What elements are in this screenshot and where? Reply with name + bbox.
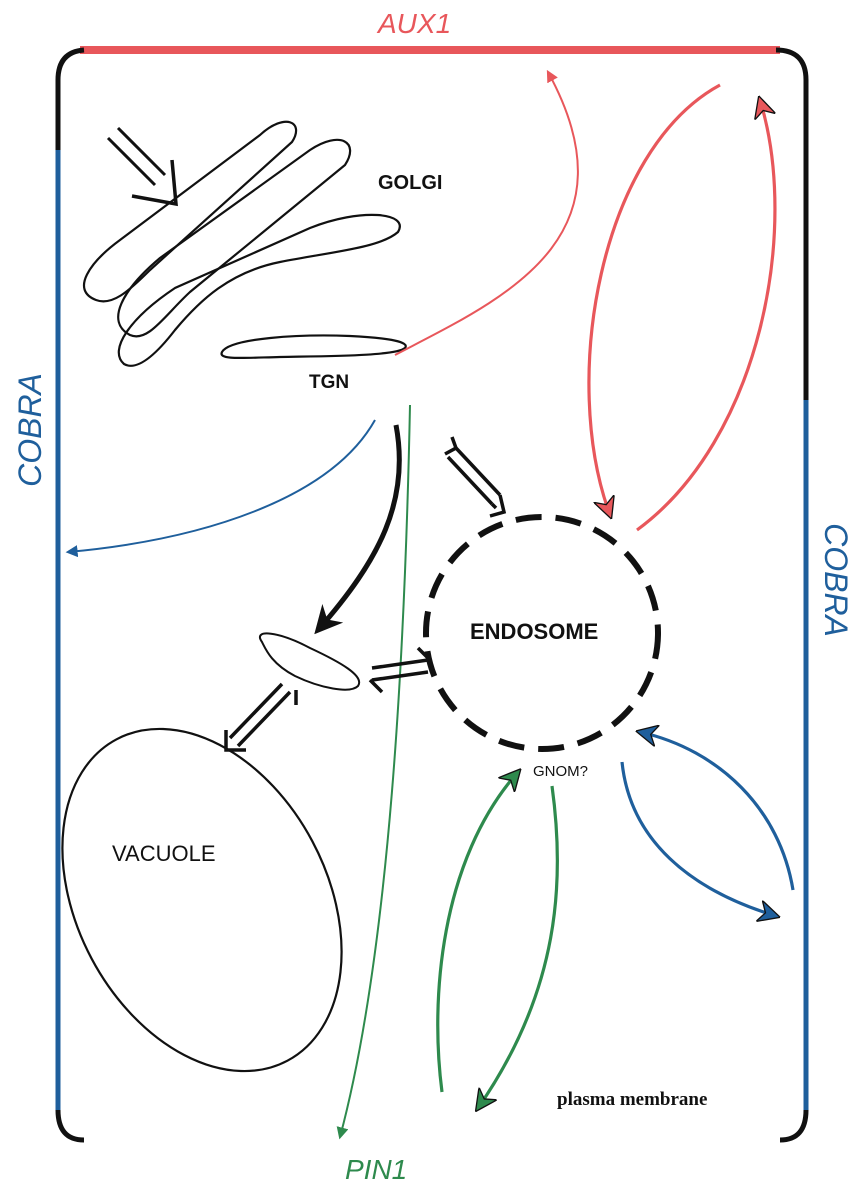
cobra-right-label: COBRA [820,523,852,637]
tgn-to-vesicle-arrow [318,425,399,630]
golgi-stack [84,122,406,366]
plasma-membrane-label: plasma membrane [557,1090,707,1109]
pin1-endosome-to-membrane-arrow [478,786,557,1108]
golgi-entry-arrow [108,128,176,204]
aux1-endosome-to-membrane-arrow [637,100,775,530]
pin1-membrane-to-endosome-arrow [438,772,518,1092]
membrane-top-left-corner [58,50,84,80]
aux1-golgi-to-membrane-arrow [395,72,578,355]
vacuole-label: VACUOLE [112,843,216,865]
pin1-label: PIN1 [345,1156,407,1184]
golgi-cisterna-3 [119,215,400,366]
tgn-endosome-equilibrium-arrows [445,437,504,516]
golgi-label: GOLGI [378,173,442,193]
cobra-endosome-to-membrane-arrow [622,762,776,916]
golgi-cisterna-2 [118,140,350,337]
vesicle-vacuole-equilibrium-arrows [226,684,296,750]
prevacuolar-vesicle [260,633,359,689]
tgn-label: TGN [309,373,349,392]
vacuole-outline [6,681,398,1120]
cobra-tgn-to-membrane-arrow [68,420,375,552]
cobra-membrane-to-endosome-arrow [640,732,793,890]
pin1-tgn-to-membrane-arrow [340,405,410,1137]
membrane-top-right-corner [776,50,806,80]
gnom-label: GNOM? [533,764,588,779]
golgi-cisterna-1 [84,122,296,302]
membrane-bottom-left-corner [58,1110,84,1140]
cobra-left-label: COBRA [14,373,46,487]
membrane-bottom-right-corner [780,1110,806,1140]
aux1-label: AUX1 [378,10,451,38]
endosome-label: ENDOSOME [470,621,598,643]
aux1-endosome-from-membrane-arrow [589,85,720,515]
golgi-cisterna-4 [222,336,406,358]
